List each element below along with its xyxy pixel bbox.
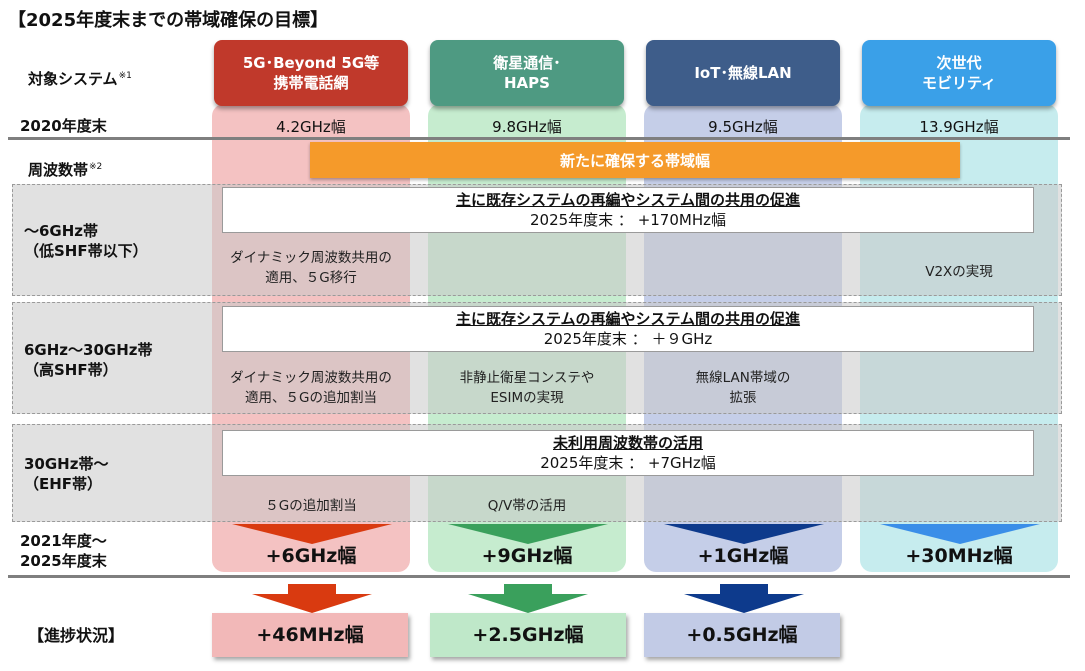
band-ehf-note-satellite: Q/V帯の活用: [487, 498, 567, 514]
value-2020-satellite: 9.8GHz幅: [492, 118, 562, 136]
band-high-shf-label: 6GHz～30GHz帯（高SHF帯）: [24, 341, 153, 379]
target-arrow-mobility: [880, 524, 1040, 544]
band-low-shf-note-mobility: V2Xの実現: [925, 264, 993, 280]
label-progress: 【進捗状況】: [28, 626, 125, 645]
header-iot-label: IoT･無線LAN: [694, 64, 792, 82]
header-iot: IoT･無線LAN: [646, 40, 840, 106]
target-mobility: +30MHz幅: [905, 545, 1013, 567]
new-band-banner: 新たに確保する帯域幅: [310, 142, 960, 178]
header-mobility: 次世代 モビリティ: [862, 40, 1056, 106]
band-high-shf-banner: 主に既存システムの再編やシステム間の共用の促進 2025年度末 ： ＋９GHz: [222, 306, 1034, 352]
page-title: 【2025年度末までの帯域確保の目標】: [8, 10, 329, 31]
band-high-shf-note-mobile: ダイナミック周波数共用の 適用、５Gの追加割当: [230, 370, 392, 406]
divider-target: [8, 575, 1070, 578]
band-high-shf-note-iot: 無線LAN帯域の 拡張: [695, 370, 791, 406]
progress-arrow-mobile: [252, 584, 372, 613]
value-2020-iot: 9.5GHz幅: [708, 118, 778, 136]
band-ehf-label: 30GHz帯～（EHF帯）: [24, 455, 109, 493]
band-low-shf-banner: 主に既存システムの再編やシステム間の共用の促進 2025年度末 ： +170MH…: [222, 187, 1034, 233]
header-mobile-label: 5G･Beyond 5G等 携帯電話網: [242, 54, 380, 92]
progress-iot: +0.5GHz幅: [644, 613, 840, 657]
target-iot: +1GHz幅: [697, 545, 789, 567]
header-satellite-label: 衛星通信･ HAPS: [493, 54, 561, 92]
header-satellite: 衛星通信･ HAPS: [430, 40, 624, 106]
value-2020-mobility: 13.9GHz幅: [919, 118, 999, 136]
progress-arrow-satellite: [468, 584, 588, 613]
target-arrow-mobile: [232, 524, 392, 544]
progress-arrow-iot: [684, 584, 804, 613]
band-ehf-note-mobile: ５Gの追加割当: [265, 498, 357, 514]
target-arrow-satellite: [448, 524, 608, 544]
header-mobility-label: 次世代 モビリティ: [921, 54, 997, 92]
progress-satellite: +2.5GHz幅: [430, 613, 626, 657]
progress-mobile: +46MHz幅: [212, 613, 408, 657]
band-low-shf-note-mobile: ダイナミック周波数共用の 適用、５G移行: [230, 250, 392, 286]
band-high-shf-note-satellite: 非静止衛星コンステや ESIMの実現: [459, 370, 595, 406]
label-target-system: 対象システム※1: [28, 70, 132, 88]
target-satellite: +9GHz幅: [481, 545, 573, 567]
label-period: 2021年度～2025年度末: [20, 532, 107, 570]
header-mobile: 5G･Beyond 5G等 携帯電話網: [214, 40, 408, 106]
band-ehf-banner: 未利用周波数帯の活用 2025年度末 ： +7GHz幅: [222, 430, 1034, 476]
label-2020: 2020年度末: [20, 117, 107, 135]
value-2020-mobile: 4.2GHz幅: [276, 118, 346, 136]
band-low-shf-label: ～6GHz帯（低SHF帯以下）: [24, 222, 148, 260]
label-frequency: 周波数帯※2: [28, 161, 103, 179]
target-arrow-iot: [664, 524, 824, 544]
target-mobile: +6GHz幅: [265, 545, 357, 567]
divider-2020: [8, 137, 1070, 140]
